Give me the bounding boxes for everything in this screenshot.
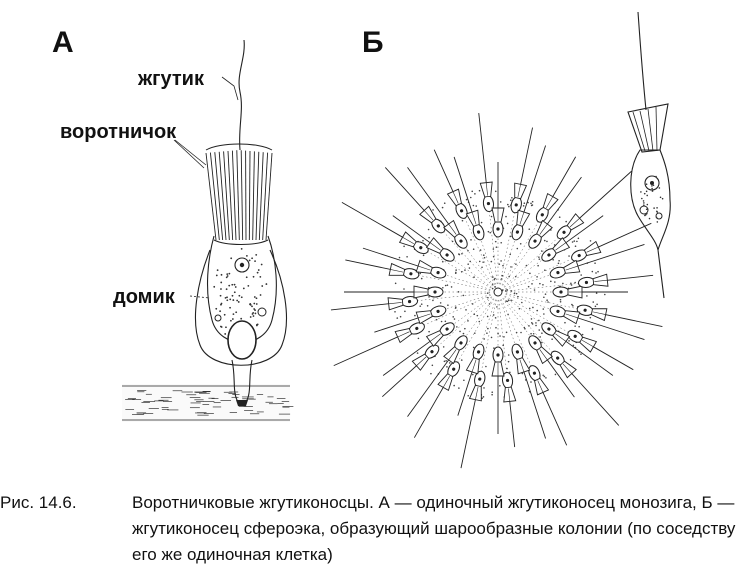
panel-letter-a: А: [52, 26, 74, 59]
collar-leader-line: [173, 139, 205, 169]
nucleolus: [239, 262, 245, 268]
vacuole: [227, 320, 257, 360]
house-leader-line: [189, 295, 211, 299]
label-collar: воротничок: [60, 121, 177, 143]
monosiga-cell-drawing: жгутик воротничок домик: [60, 39, 294, 422]
figure-illustration: А Б жгутик: [52, 11, 671, 469]
sphaeroeca-colony-drawing: [330, 112, 663, 469]
flagellum: [238, 39, 245, 151]
single-cell-body: [630, 149, 671, 251]
single-cell-tail: [657, 249, 665, 299]
substrate: [122, 384, 294, 422]
colony-cells: [387, 181, 609, 403]
single-cell-flagellum: [637, 11, 647, 111]
caption-text: Воротничковые жгутиконосцы. А — одиночны…: [132, 493, 736, 564]
house-outline: [195, 249, 287, 366]
label-flagellum: жгутик: [137, 68, 205, 90]
collar-leader-line: [174, 139, 207, 166]
small-vacuole: [214, 314, 222, 322]
single-sphaeroeca-cell: [627, 11, 671, 299]
flagellum-leader-line: [221, 76, 239, 101]
caption-label: Рис. 14.6.: [0, 493, 77, 512]
small-vacuole: [257, 307, 267, 317]
label-house: домик: [113, 286, 176, 308]
panel-letter-b: Б: [362, 26, 384, 59]
stalk-base: [236, 400, 248, 406]
collar: [205, 143, 273, 245]
colony-center: [493, 287, 503, 297]
